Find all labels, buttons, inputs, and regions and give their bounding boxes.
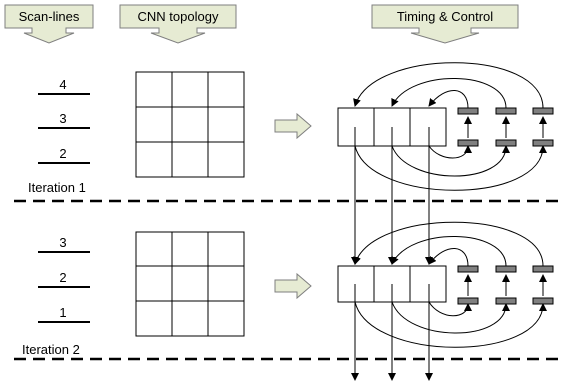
cnn-grid xyxy=(135,231,245,337)
iteration-2-panel: 3 2 1 xyxy=(22,221,554,357)
flow-arrow xyxy=(274,112,312,140)
scan-line-number: 3 xyxy=(59,111,66,126)
header-timing-control-shape xyxy=(371,4,519,44)
header-timing-control-label: Timing & Control xyxy=(397,9,493,24)
header-scan-lines-shape xyxy=(4,4,94,44)
header-cnn-topology: CNN topology xyxy=(119,4,237,44)
header-cnn-topology-shape xyxy=(119,4,237,44)
scan-line-number: 1 xyxy=(59,305,66,320)
header-scan-lines-label: Scan-lines xyxy=(19,9,80,24)
header-scan-lines: Scan-lines xyxy=(4,4,94,44)
register-cell xyxy=(337,107,375,147)
scan-line-number: 2 xyxy=(59,270,66,285)
register-cells xyxy=(337,107,447,147)
transfer-arrows xyxy=(351,127,433,381)
cnn-grid xyxy=(135,71,245,178)
register-cell xyxy=(409,107,447,147)
flow-arrow xyxy=(274,272,312,300)
delay-registers xyxy=(457,265,554,305)
scan-line-number: 4 xyxy=(59,77,66,92)
delay-registers xyxy=(457,107,554,147)
iteration-label: Iteration 1 xyxy=(28,180,86,195)
scan-line-number: 2 xyxy=(59,146,66,161)
feedback-arcs xyxy=(353,62,547,191)
register-cell xyxy=(409,265,447,303)
feedback-arcs xyxy=(353,221,547,348)
iteration-1-panel: 4 3 2 xyxy=(28,62,554,195)
iteration-label: Iteration 2 xyxy=(22,342,80,357)
scan-line-number: 3 xyxy=(59,235,66,250)
register-cell xyxy=(337,265,375,303)
header-timing-control: Timing & Control xyxy=(371,4,519,44)
header-cnn-topology-label: CNN topology xyxy=(138,9,219,24)
